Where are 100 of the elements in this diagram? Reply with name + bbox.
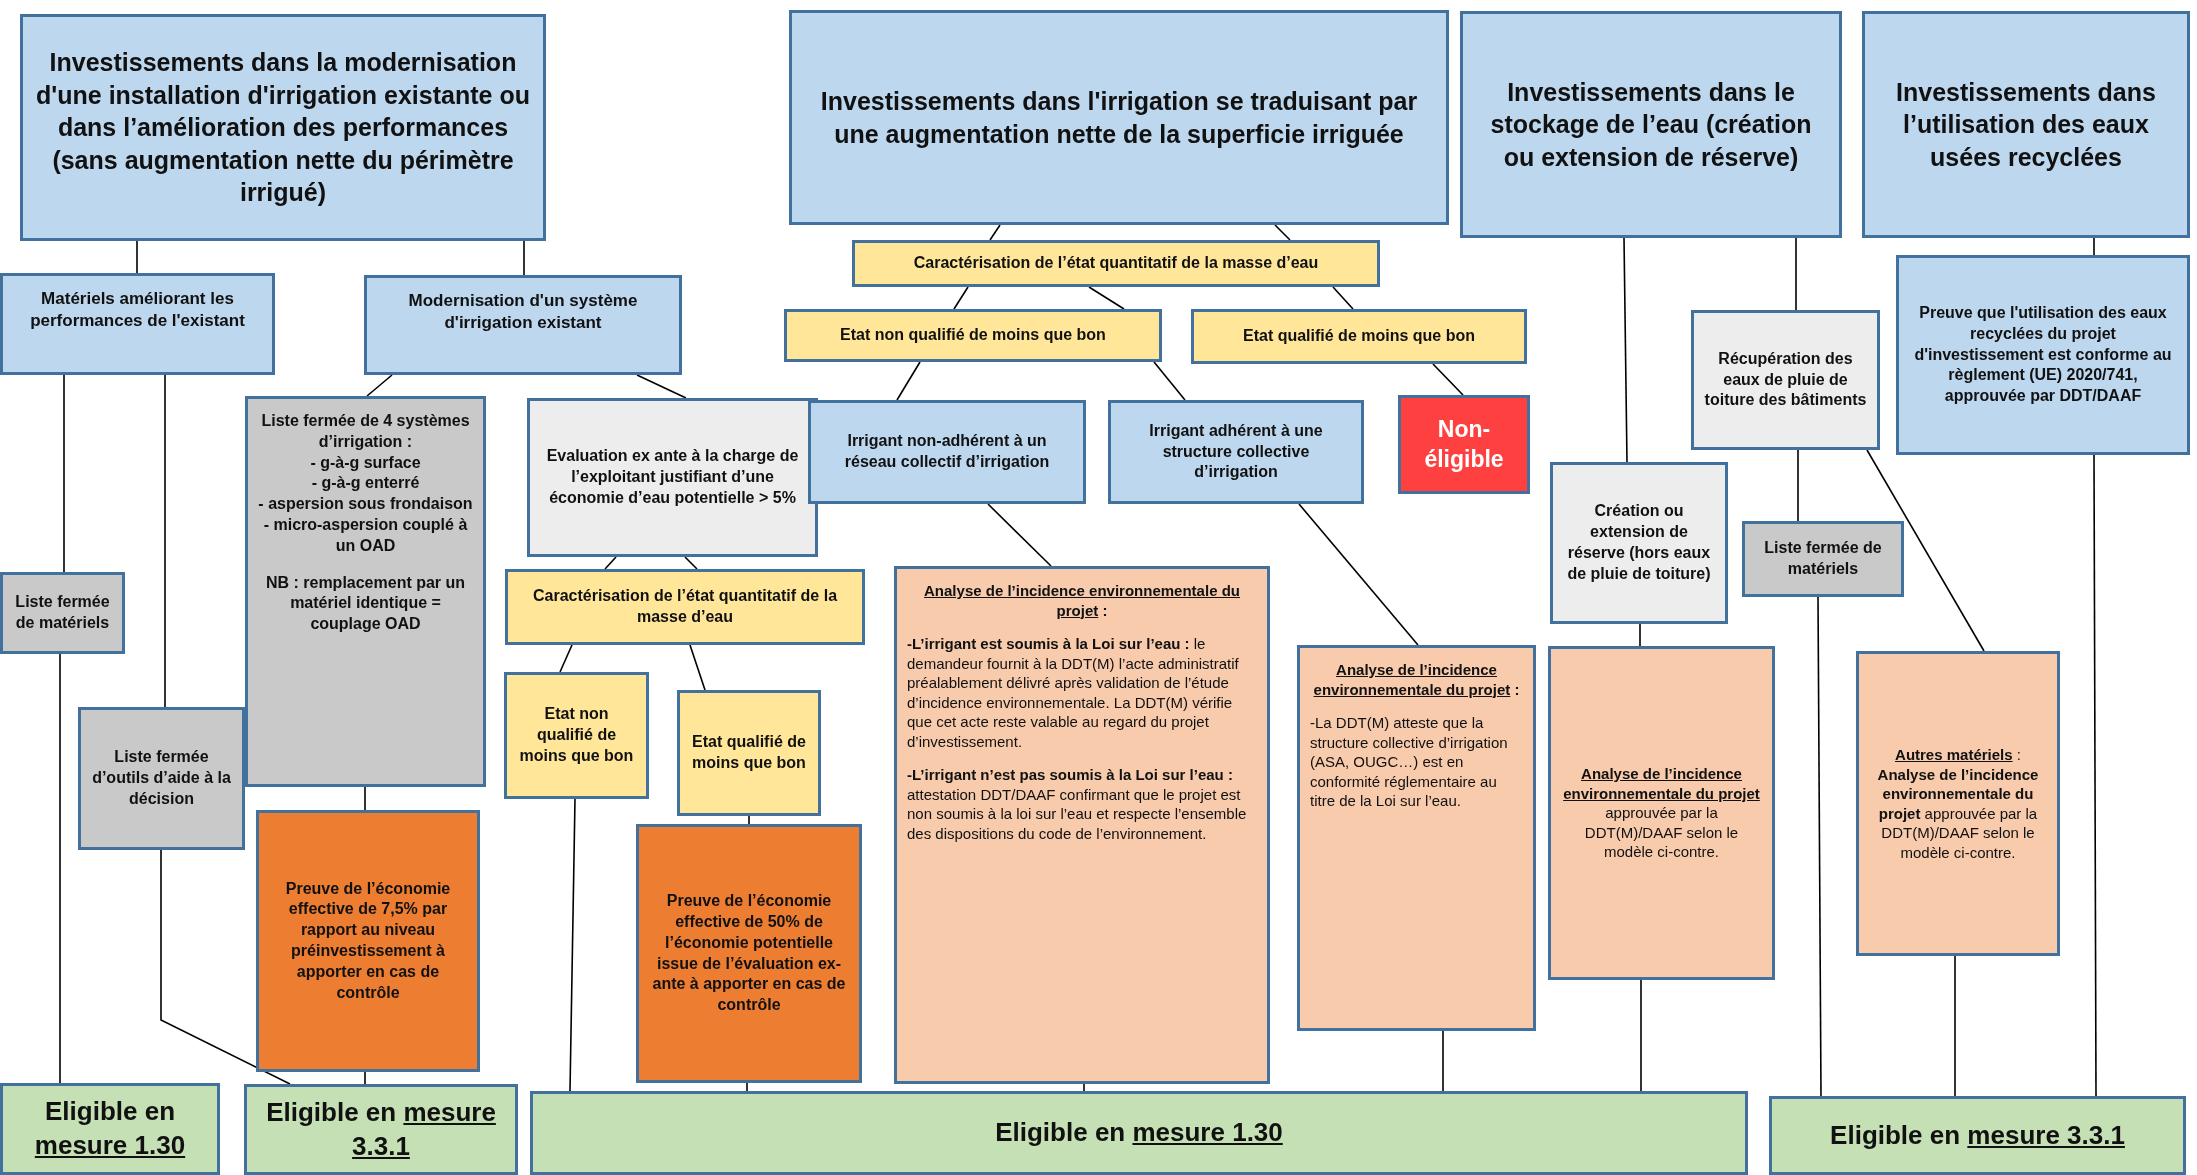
box-text: Investissements dans le stockage de l’eau (création ou extension de réserve) <box>1489 76 1813 173</box>
process-box <box>527 398 818 557</box>
process-box <box>1862 11 2190 238</box>
box-text: Liste fermée de matériels <box>1763 538 1883 579</box>
connector-line <box>2093 454 2097 1097</box>
box-text: -La DDT(M) atteste que la structure collective d’irrigation (ASA, OUGC…) est en conformité réglementaire au titre de la Loi sur l’eau. <box>1310 713 1509 811</box>
connector-line <box>136 240 138 274</box>
connector-line <box>366 374 393 397</box>
outcome-box <box>530 1091 1748 1175</box>
box-text: Caractérisation de l’état quantitatif de la masse d’eau <box>913 253 1319 274</box>
box-heading: Liste fermée de 4 systèmes d’irrigation : <box>260 411 471 452</box>
connector-line <box>1954 955 1956 1097</box>
list-box <box>245 396 486 787</box>
condition-box <box>677 690 821 816</box>
analysis-box <box>1856 651 2060 956</box>
connector-line <box>1639 623 1641 647</box>
process-box <box>1108 400 1364 504</box>
connector-line <box>1817 596 1822 1097</box>
box-text: Récupération des eaux de pluie de toiture des bâtiments <box>1704 348 1867 411</box>
connector-line <box>1866 449 1985 652</box>
process-box <box>364 275 682 375</box>
connector-line <box>748 815 750 825</box>
outcome-box <box>1769 1096 2186 1175</box>
connector-line <box>164 374 166 708</box>
list-item: - g-à-g enterré <box>311 473 420 494</box>
connector-line <box>684 556 698 570</box>
connector-line <box>63 374 65 573</box>
connector-line <box>987 503 1052 567</box>
box-text: Caractérisation de l’état quantitatif de la masse d’eau <box>531 586 839 627</box>
box-heading: Analyse de l’incidence environnementale du projet : <box>923 581 1241 620</box>
process-box <box>1896 255 2190 455</box>
box-text: Preuve que l'utilisation des eaux recyclées du projet d'investissement est conforme au règlement (UE) 2020/741, approuvée par DDT/DAAF <box>1913 303 2173 407</box>
outcome-box <box>244 1084 518 1175</box>
box-text: Eligible en mesure 1.30 <box>33 1095 187 1162</box>
connector-line <box>1795 237 1797 311</box>
box-text: Eligible en mesure 3.3.1 <box>1830 1118 2125 1152</box>
connector-line <box>569 798 576 1092</box>
connector-line <box>636 374 687 399</box>
process-box <box>1691 310 1880 450</box>
list-item: - g-à-g surface <box>310 452 421 473</box>
connector-line <box>364 786 366 811</box>
box-text: Etat non qualifié de moins que bon <box>840 325 1106 346</box>
box-text: Analyse de l’incidence environnementale du projet approuvée par la DDT(M)/DAAF selon le modèle ci-contre. <box>1562 764 1761 862</box>
analysis-box <box>894 566 1270 1084</box>
list-box <box>78 707 245 850</box>
connector-line <box>1088 286 1125 310</box>
box-text: Investissements dans l'irrigation se traduisant par une augmentation nette de la superficie irriguée <box>819 86 1419 150</box>
list-item: - aspersion sous frondaison <box>258 494 473 515</box>
connector-line <box>604 556 617 570</box>
box-text: Liste fermée de matériels <box>14 592 111 633</box>
connector-line <box>1332 286 1354 310</box>
box-text: Eligible en mesure 3.3.1 <box>265 1095 497 1163</box>
box-text: Liste fermée d’outils d’aide à la décision <box>91 747 232 809</box>
analysis-box <box>1297 645 1536 1031</box>
box-text: Matériels améliorant les performances de l'existant <box>29 288 246 333</box>
condition-box <box>504 672 649 799</box>
connector-line <box>2093 237 2095 256</box>
analysis-box <box>1548 646 1775 980</box>
box-text: Etat qualifié de moins que bon <box>691 732 807 773</box>
box-text: Création ou extension de réserve (hors eaux de pluie de toiture) <box>1566 501 1712 584</box>
box-text: Autres matériels : Analyse de l’incidence environnementale du projet approuvée par la DDT(M)/DAAF selon le modèle ci-contre. <box>1876 745 2040 862</box>
condition-box <box>1191 309 1527 364</box>
connector-line <box>1432 363 1464 396</box>
box-text: Preuve de l’économie effective de 50% de l’économie potentielle issue de l’évaluation ex-ante à apporter en cas de contrôle <box>651 891 847 1016</box>
box-text: Irrigant adhérent à une structure collective d’irrigation <box>1148 420 1324 483</box>
connector-line <box>1623 237 1628 463</box>
connector-line <box>953 286 969 310</box>
outcome-box <box>0 1083 220 1175</box>
outcome-box <box>1398 395 1530 494</box>
connector-line <box>746 1082 748 1092</box>
connector-line <box>559 644 573 673</box>
connector-line <box>1640 979 1642 1092</box>
box-text: -L’irrigant n’est pas soumis à la Loi sur l’eau : attestation DDT/DAAF confirmant que le projet est non soumis à la loi sur l’eau et respecte l’ensemble des dispositions du code de l’environnement. <box>907 765 1248 843</box>
connector-line <box>59 653 61 1084</box>
requirement-box <box>256 810 480 1072</box>
connector-line <box>1797 449 1799 522</box>
list-box <box>0 572 125 654</box>
box-text: Eligible en mesure 1.30 <box>995 1116 1283 1150</box>
list-box <box>1742 521 1904 597</box>
connector-line <box>1298 503 1419 646</box>
condition-box <box>784 309 1162 362</box>
connector-line <box>523 240 525 276</box>
connector-line <box>1153 361 1186 401</box>
box-text: -L’irrigant est soumis à la Loi sur l’eau : le demandeur fournit à la DDT(M) l’acte administratif préalablement délivré après validation de l’étude d’incidence environnementale. La DDT(M) vérifie que cet acte reste valable au regard du projet d’investissement. <box>907 634 1240 751</box>
connector-line <box>1442 1030 1444 1092</box>
box-text: Etat qualifié de moins que bon <box>1243 326 1475 347</box>
process-box <box>789 10 1449 225</box>
box-text: Non-éligible <box>1423 414 1505 474</box>
condition-box <box>852 240 1380 287</box>
connector-line <box>896 361 921 401</box>
box-text: Irrigant non-adhérent à un réseau collectif d’irrigation <box>843 431 1051 472</box>
process-box <box>1460 11 1842 238</box>
condition-box <box>505 569 865 645</box>
process-box <box>20 14 546 241</box>
connector-line <box>1083 1083 1085 1092</box>
process-box <box>808 400 1086 504</box>
connector-line <box>1274 224 1291 241</box>
box-text: Preuve de l’économie effective de 7,5% par rapport au niveau préinvestissement à apporter en cas de contrôle <box>284 878 452 1003</box>
list-item: - micro-aspersion couplé à un OAD <box>262 515 469 556</box>
process-box <box>0 273 275 375</box>
